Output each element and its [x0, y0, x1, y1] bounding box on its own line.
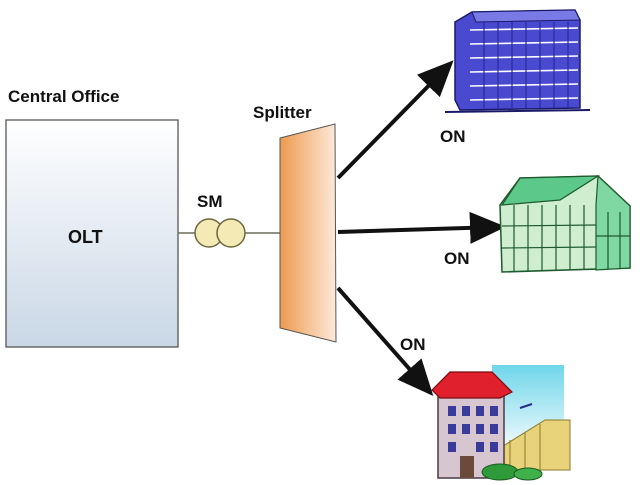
olt-label: OLT — [68, 227, 103, 247]
on-label-bottom: ON — [400, 335, 426, 354]
apartment-house-icon — [431, 365, 571, 481]
arrow-top — [336, 60, 454, 180]
splitter-panel — [279, 123, 337, 343]
on-label-top: ON — [440, 127, 466, 146]
olt-box — [5, 119, 179, 348]
office-tower-icon — [444, 9, 591, 113]
on-label-middle: ON — [444, 249, 470, 268]
sm-label: SM — [197, 192, 223, 211]
greenhouse-icon — [499, 174, 631, 273]
splitter-label: Splitter — [253, 103, 312, 122]
sm-coupler-icon — [194, 218, 246, 248]
central-office-label: Central Office — [8, 87, 119, 106]
arrow-middle — [337, 211, 506, 244]
arrow-bottom — [336, 286, 434, 396]
